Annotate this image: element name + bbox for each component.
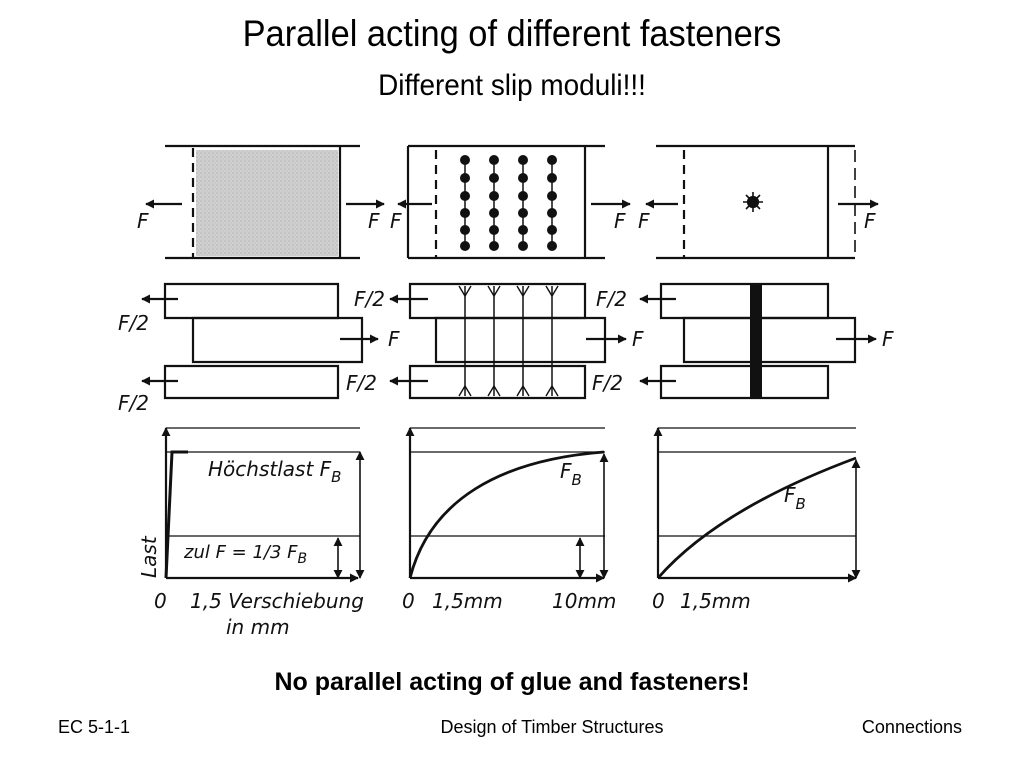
force-label: F (137, 209, 149, 233)
x-axis-unit-label: in mm (226, 615, 290, 639)
bolt-plan-view (645, 144, 879, 260)
footer-section: Connections (861, 717, 962, 737)
dowel-side-view (389, 282, 627, 400)
force-label: F (388, 327, 400, 351)
x-tick-label: 1,5mm (680, 589, 751, 613)
y-axis-label: Last (137, 535, 161, 578)
curve-label: FB (784, 483, 806, 513)
bolt-side-view (639, 282, 877, 400)
origin-label: 0 (154, 589, 167, 613)
allowed-load-label: zul F = 1/3 FB (183, 542, 307, 567)
half-force-label: F/2 (118, 391, 149, 415)
bolt-load-slip-graph (653, 427, 861, 583)
fastener-comparison-figure: F F F F F F F/2 F/2 F F/2 F/2 F F/2 F/2 … (118, 144, 894, 639)
curve-label: FB (560, 459, 582, 489)
half-force-label: F/2 (596, 287, 627, 311)
glue-plan-view (145, 144, 385, 260)
slide-subtitle: Different slip moduli!!! (378, 69, 646, 102)
half-force-label: F/2 (346, 371, 377, 395)
force-label: F (390, 209, 402, 233)
x-tick-label: 1,5mm (432, 589, 503, 613)
force-label: F (632, 327, 644, 351)
x-axis-label: 1,5 Verschiebung (190, 589, 364, 613)
half-force-label: F/2 (592, 371, 623, 395)
dowel-load-slip-graph (405, 427, 609, 583)
max-load-label: Höchstlast FB (208, 457, 341, 486)
slide-title: Parallel acting of different fasteners (242, 13, 782, 54)
origin-label: 0 (402, 589, 415, 613)
half-force-label: F/2 (354, 287, 385, 311)
x-tick-label: 10mm (552, 589, 616, 613)
force-label: F (368, 209, 380, 233)
force-label: F (614, 209, 626, 233)
origin-label: 0 (652, 589, 665, 613)
footer-course-code: EC 5-1-1 (58, 717, 131, 737)
footer-course-title: Design of Timber Structures (440, 717, 664, 737)
half-force-label: F/2 (118, 311, 149, 335)
force-label: F (638, 209, 650, 233)
force-label: F (882, 327, 894, 351)
force-label: F (864, 209, 876, 233)
glue-side-view (141, 282, 379, 400)
conclusion-text: No parallel acting of glue and fasteners… (274, 668, 750, 696)
dowel-plan-view (397, 144, 631, 260)
glue-load-slip-graph (161, 427, 365, 583)
